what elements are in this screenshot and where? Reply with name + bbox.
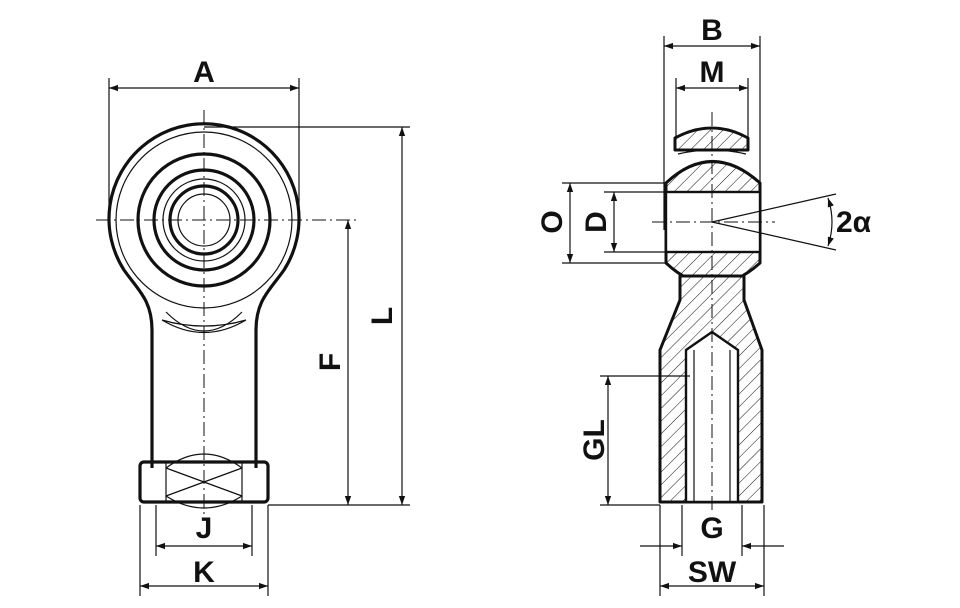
- label-b: B: [701, 14, 723, 47]
- label-o: O: [536, 210, 569, 233]
- label-angle: 2α: [836, 206, 872, 239]
- label-g: G: [700, 512, 723, 545]
- section-top-liner: [677, 149, 747, 155]
- label-j: J: [196, 512, 213, 545]
- section-thread-bore: [684, 330, 740, 504]
- label-d: D: [580, 211, 613, 233]
- section-view: 2α B M O D GL G SW: [536, 14, 872, 596]
- label-sw: SW: [688, 556, 737, 589]
- label-l: L: [366, 307, 399, 325]
- angle-arc: [827, 197, 834, 247]
- label-m: M: [700, 56, 725, 89]
- angle-line-lower: [711, 221, 837, 251]
- angle-line-upper: [711, 193, 837, 223]
- label-a: A: [193, 56, 215, 89]
- front-view: A L F J K: [96, 56, 410, 596]
- neck-lens: [161, 319, 247, 334]
- label-gl: GL: [578, 419, 611, 461]
- label-f: F: [314, 353, 347, 371]
- label-k: K: [193, 556, 215, 589]
